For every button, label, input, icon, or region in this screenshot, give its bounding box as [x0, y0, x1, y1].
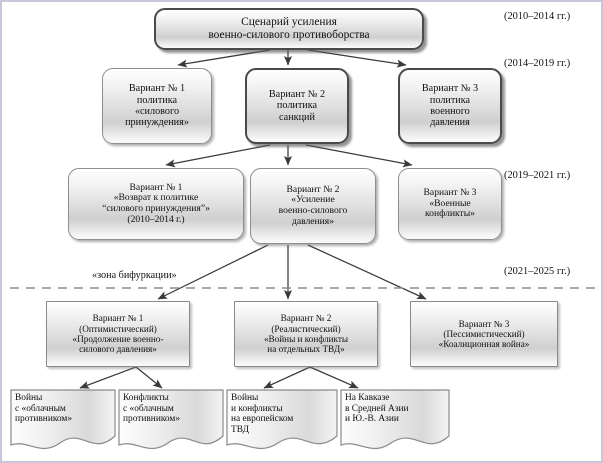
- document-shape-icon: [340, 389, 450, 450]
- node-r4c3-line3: «Коалиционная война»: [438, 339, 530, 350]
- node-r3c3-line3: конфликты»: [425, 208, 475, 220]
- period-label-2014-2019: (2014–2019 гг.): [504, 58, 571, 69]
- node-r5c3-text: Войны и конфликты на европейском ТВД: [226, 389, 343, 435]
- node-root-text: Сценарий усиления военно-силового против…: [156, 14, 422, 44]
- node-r3c2-intensified-military-pressure[interactable]: Вариант № 2 «Усиление военно-силового да…: [250, 168, 376, 244]
- document-shape-icon: [10, 389, 116, 450]
- node-r5c3-line4: ТВД: [231, 424, 250, 435]
- node-r5c3-wars-conflicts-european-theatre[interactable]: Войны и конфликты на европейском ТВД: [226, 389, 338, 451]
- node-r4c3-line1: Вариант № 3: [458, 318, 510, 329]
- node-r2c2-line3: санкций: [279, 111, 315, 123]
- document-shape-icon: [226, 389, 338, 450]
- node-r5c1-line2: с «облачным: [15, 403, 66, 414]
- period-label-2021-2025: (2021–2025 гг.): [504, 266, 571, 277]
- node-r3c1-line4: (2010–2014 г.): [127, 213, 185, 225]
- node-r4c2-line1: Вариант № 2: [280, 313, 332, 324]
- node-r3c2-line3: военно-силового: [278, 205, 348, 216]
- document-shape-icon: [118, 389, 224, 450]
- node-r2c1-line2: политика: [136, 94, 178, 106]
- node-r4c1-line3: «Продолжение военно-: [72, 334, 164, 344]
- node-r3c2-line1: Вариант № 2: [286, 183, 340, 195]
- node-r2c2-text: Вариант № 2 политика санкций: [247, 87, 347, 125]
- node-r5c2-line2: с «облачным: [123, 403, 174, 414]
- node-r2c1-force-coercion-policy[interactable]: Вариант № 1 политика «силового принужден…: [102, 68, 212, 144]
- edge-r3c2-to-r4c3: [307, 244, 427, 300]
- node-r2c1-line1: Вариант № 1: [128, 83, 186, 95]
- node-r4c1-line1: Вариант № 1: [92, 313, 144, 324]
- node-r5c1-line3: противником»: [15, 414, 73, 425]
- node-r4c1-text: Вариант № 1 (Оптимистический) «Продолжен…: [47, 311, 189, 356]
- node-r5c1-wars-cloud-adversary[interactable]: Войны с «облачным противником»: [10, 389, 116, 451]
- node-r4c1-line2: (Оптимистический): [79, 323, 157, 334]
- node-r2c1-line4: принуждения»: [125, 117, 189, 129]
- edge-r4c1-to-r5c1: [79, 366, 137, 389]
- node-r3c1-return-to-force-coercion[interactable]: Вариант № 1 «Возврат к политике “силовог…: [68, 168, 244, 240]
- edge-root-to-r2c1: [177, 49, 271, 68]
- node-r5c4-text: На Кавказе в Средней Азии и Ю.-В. Азии: [340, 389, 455, 425]
- node-r3c1-line1: Вариант № 1: [129, 181, 183, 193]
- period-label-2019-2021: (2019–2021 гг.): [504, 170, 571, 181]
- node-r5c2-text: Конфликты с «облачным противником»: [118, 389, 229, 425]
- node-r2c1-text: Вариант № 1 политика «силового принужден…: [103, 81, 211, 131]
- node-r4c2-line4: на отдельных ТВД»: [267, 344, 345, 355]
- node-r4c1-line4: силового давления»: [79, 344, 157, 355]
- node-r3c3-line1: Вариант № 3: [423, 186, 477, 198]
- node-r2c2-line2: политика: [276, 100, 318, 112]
- node-r2c3-text: Вариант № 3 политика военного давления: [400, 81, 500, 131]
- node-r5c4-line2: в Средней Азии: [345, 403, 409, 414]
- node-r2c2-sanctions-policy[interactable]: Вариант № 2 политика санкций: [245, 68, 349, 144]
- node-root-line1: Сценарий усиления: [241, 16, 337, 29]
- node-r3c3-text: Вариант № 3 «Военные конфликты»: [399, 186, 501, 222]
- node-r5c2-conflicts-cloud-adversary[interactable]: Конфликты с «облачным противником»: [118, 389, 224, 451]
- node-r4c2-realistic[interactable]: Вариант № 2 (Реалистический) «Войны и ко…: [234, 301, 378, 367]
- node-r2c2-line1: Вариант № 2: [268, 88, 326, 100]
- bifurcation-zone-label: «зона бифуркации»: [92, 270, 177, 281]
- node-r4c3-line2: (Пессимистический): [443, 328, 525, 339]
- node-r5c3-line3: на европейском: [231, 414, 294, 425]
- node-r2c3-line4: давления: [430, 117, 470, 129]
- node-r3c1-line3: “силового принуждения”»: [102, 203, 210, 214]
- node-r5c4-caucasus-central-south-east-asia[interactable]: На Кавказе в Средней Азии и Ю.-В. Азии: [340, 389, 450, 451]
- edge-r4c1-to-r5c2: [135, 366, 163, 389]
- node-r3c2-text: Вариант № 2 «Усиление военно-силового да…: [251, 183, 375, 230]
- node-r4c3-pessimistic[interactable]: Вариант № 3 (Пессимистический) «Коалицио…: [410, 301, 558, 367]
- node-r5c2-line1: Конфликты: [123, 393, 169, 403]
- node-r2c3-military-pressure-policy[interactable]: Вариант № 3 политика военного давления: [398, 68, 502, 144]
- node-r3c1-text: Вариант № 1 «Возврат к политике “силовог…: [69, 181, 243, 228]
- node-r3c2-line4: давления»: [291, 215, 335, 227]
- edge-r4c2-to-r5c4: [309, 366, 359, 389]
- node-r2c3-line1: Вариант № 3: [421, 83, 479, 95]
- edge-r2c2-to-r3c1: [165, 144, 271, 168]
- edge-r4c2-to-r5c3: [263, 366, 311, 389]
- node-r3c2-line2: «Усиление: [291, 194, 335, 206]
- node-r3c3-line2: «Военные: [429, 197, 471, 209]
- node-r4c1-optimistic[interactable]: Вариант № 1 (Оптимистический) «Продолжен…: [46, 301, 190, 367]
- node-r4c2-text: Вариант № 2 (Реалистический) «Войны и ко…: [235, 311, 377, 356]
- node-r5c3-line2: и конфликты: [231, 403, 283, 414]
- node-r4c3-text: Вариант № 3 (Пессимистический) «Коалицио…: [411, 317, 557, 352]
- node-r5c1-line1: Войны: [15, 393, 43, 403]
- node-root-scenario[interactable]: Сценарий усиления военно-силового против…: [154, 8, 424, 50]
- node-r4c2-line2: (Реалистический): [271, 323, 341, 334]
- node-r2c3-line3: военного: [430, 106, 470, 117]
- node-r2c3-line2: политика: [429, 94, 471, 106]
- node-root-line2: военно-силового противоборства: [208, 29, 370, 41]
- node-r3c1-line2: «Возврат к политике: [113, 192, 199, 204]
- edge-root-to-r2c3: [307, 49, 407, 68]
- node-r4c2-line3: «Войны и конфликты: [263, 334, 349, 344]
- node-r5c4-line1: На Кавказе: [345, 393, 390, 403]
- node-r2c1-line3: «силового: [134, 106, 180, 117]
- node-r5c4-line3: и Ю.-В. Азии: [345, 414, 399, 425]
- node-r5c2-line3: противником»: [123, 414, 181, 425]
- node-r5c3-line1: Войны: [231, 393, 259, 403]
- edge-r2c2-to-r3c3: [305, 144, 413, 168]
- node-r3c3-military-conflicts[interactable]: Вариант № 3 «Военные конфликты»: [398, 168, 502, 240]
- node-r5c1-text: Войны с «облачным противником»: [10, 389, 121, 425]
- period-label-2010-2014: (2010–2014 гг.): [504, 11, 571, 22]
